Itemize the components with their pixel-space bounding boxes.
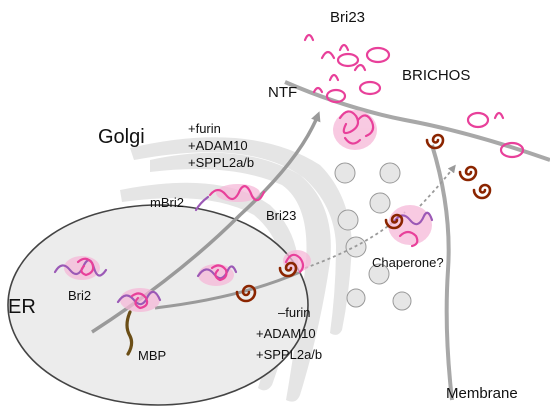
- brichos-fragment: [365, 46, 391, 64]
- bri23-fragment: [312, 86, 324, 94]
- bri23-fragment: [303, 33, 315, 42]
- brichos-fragment: [466, 111, 490, 129]
- brichos-fragment: [358, 80, 382, 96]
- er-label: ER: [8, 296, 36, 318]
- lower-enzyme-furin: –furin: [278, 305, 311, 320]
- golgi-enzyme-sppl2: +SPPL2a/b: [188, 155, 254, 170]
- chaperone-to-surface-dotted-arrow: [419, 164, 456, 207]
- mbri2-protein: [208, 185, 266, 202]
- bri23-top-label: Bri23: [330, 9, 365, 26]
- chaperone-label: Chaperone?: [372, 255, 444, 270]
- vesicle: [334, 162, 356, 184]
- bri23-fragment: [353, 63, 367, 72]
- brichos-spiral: [458, 165, 478, 182]
- bri2-protein: [284, 253, 305, 274]
- brichos-spiral: [384, 213, 404, 230]
- mbri2-label: mBri2: [150, 195, 184, 210]
- bri23-fragment: [320, 50, 336, 60]
- lower-enzyme-adam10: +ADAM10: [256, 326, 316, 341]
- vesicle: [392, 291, 412, 311]
- bri23-fragment: [338, 43, 350, 52]
- bri2-at-chaperone: [398, 230, 419, 248]
- bri23-mid-label: Bri23: [266, 208, 296, 223]
- secreted-fragments: [303, 33, 525, 159]
- plasma-membrane-lower: [430, 144, 454, 401]
- vesicle: [337, 209, 359, 231]
- brichos-spiral: [278, 261, 298, 278]
- brichos-spiral: [235, 284, 257, 303]
- bri2-protein: [116, 290, 162, 306]
- ntf-protein: [338, 110, 360, 135]
- mbp-protein: [125, 310, 134, 356]
- ntf-label: NTF: [268, 84, 297, 101]
- brichos-spiral: [425, 133, 445, 150]
- membrane-label: Membrane: [446, 385, 518, 402]
- vesicles: [334, 162, 412, 311]
- lower-enzyme-sppl2: +SPPL2a/b: [256, 347, 322, 362]
- mbri2-stub: [194, 195, 210, 212]
- bri2-protein: [210, 264, 228, 282]
- brichos-aggregates: [235, 133, 492, 303]
- bri2-protein: [76, 257, 95, 277]
- ntf-protein: [356, 114, 375, 138]
- protein-halo: [388, 205, 432, 245]
- brichos-fragment: [336, 52, 360, 68]
- golgi-label: Golgi: [98, 126, 145, 148]
- bri2-protein: [196, 265, 238, 280]
- vesicle: [379, 162, 401, 184]
- vesicle: [346, 288, 366, 308]
- golgi-enzyme-adam10: +ADAM10: [188, 138, 248, 153]
- bri23-fragment: [328, 73, 340, 82]
- brichos-spiral: [472, 183, 492, 200]
- er-trafficking-line: [154, 270, 301, 310]
- golgi-enzyme-furin: +furin: [188, 121, 221, 136]
- brichos-fragment: [499, 141, 525, 159]
- bri2-label: Bri2: [68, 288, 91, 303]
- plasma-membrane: [284, 80, 550, 162]
- ntf-protein: [343, 136, 362, 145]
- bri2-protein: [130, 292, 149, 310]
- brichos-fragment: [325, 88, 347, 104]
- bri2-proteins: [53, 110, 434, 310]
- mbp-label: MBP: [138, 348, 166, 363]
- bri23-fragment: [493, 111, 505, 120]
- brichos-label: BRICHOS: [402, 67, 470, 84]
- bri2-at-chaperone: [392, 211, 434, 226]
- vesicle: [368, 263, 390, 285]
- vesicle: [369, 192, 391, 214]
